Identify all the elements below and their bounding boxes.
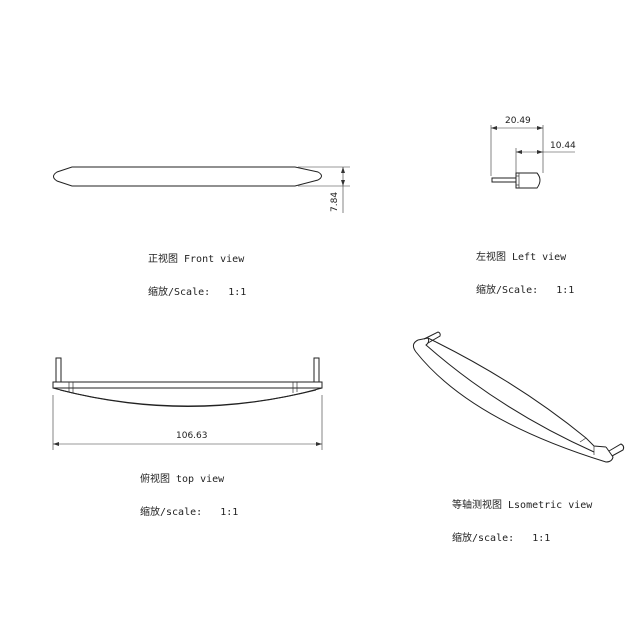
isometric-view-scale: 缩放/scale: 1:1 [452,533,551,544]
left-view-scale: 缩放/Scale: 1:1 [476,285,575,296]
left-dimension-overall-text: 20.49 [505,116,531,126]
isometric-view-title: 等轴测视图 Lsometric view [452,500,593,511]
left-view-title: 左视图 Left view [476,252,567,263]
isometric-view-drawing [412,331,625,463]
front-view-scale: 缩放/Scale: 1:1 [148,287,247,298]
left-dimension-head-text: 10.44 [550,141,576,151]
front-view-title: 正视图 Front view [148,254,245,265]
left-view-caption: 左视图 Left view 缩放/Scale: 1:1 [476,230,574,307]
front-view-drawing: 7.84 [53,166,350,213]
top-dimension-text: 106.63 [176,431,208,441]
front-dimension-text: 7.84 [330,192,340,212]
isometric-view-caption: 等轴测视图 Lsometric view 缩放/scale: 1:1 [452,478,592,555]
left-view-drawing: 20.49 10.44 [490,116,576,189]
front-view-caption: 正视图 Front view 缩放/Scale: 1:1 [148,232,246,309]
top-view-caption: 俯视图 top view 缩放/scale: 1:1 [140,452,238,529]
top-view-title: 俯视图 top view [140,474,225,485]
top-view-scale: 缩放/scale: 1:1 [140,507,239,518]
top-view-drawing: 106.63 [52,357,323,450]
